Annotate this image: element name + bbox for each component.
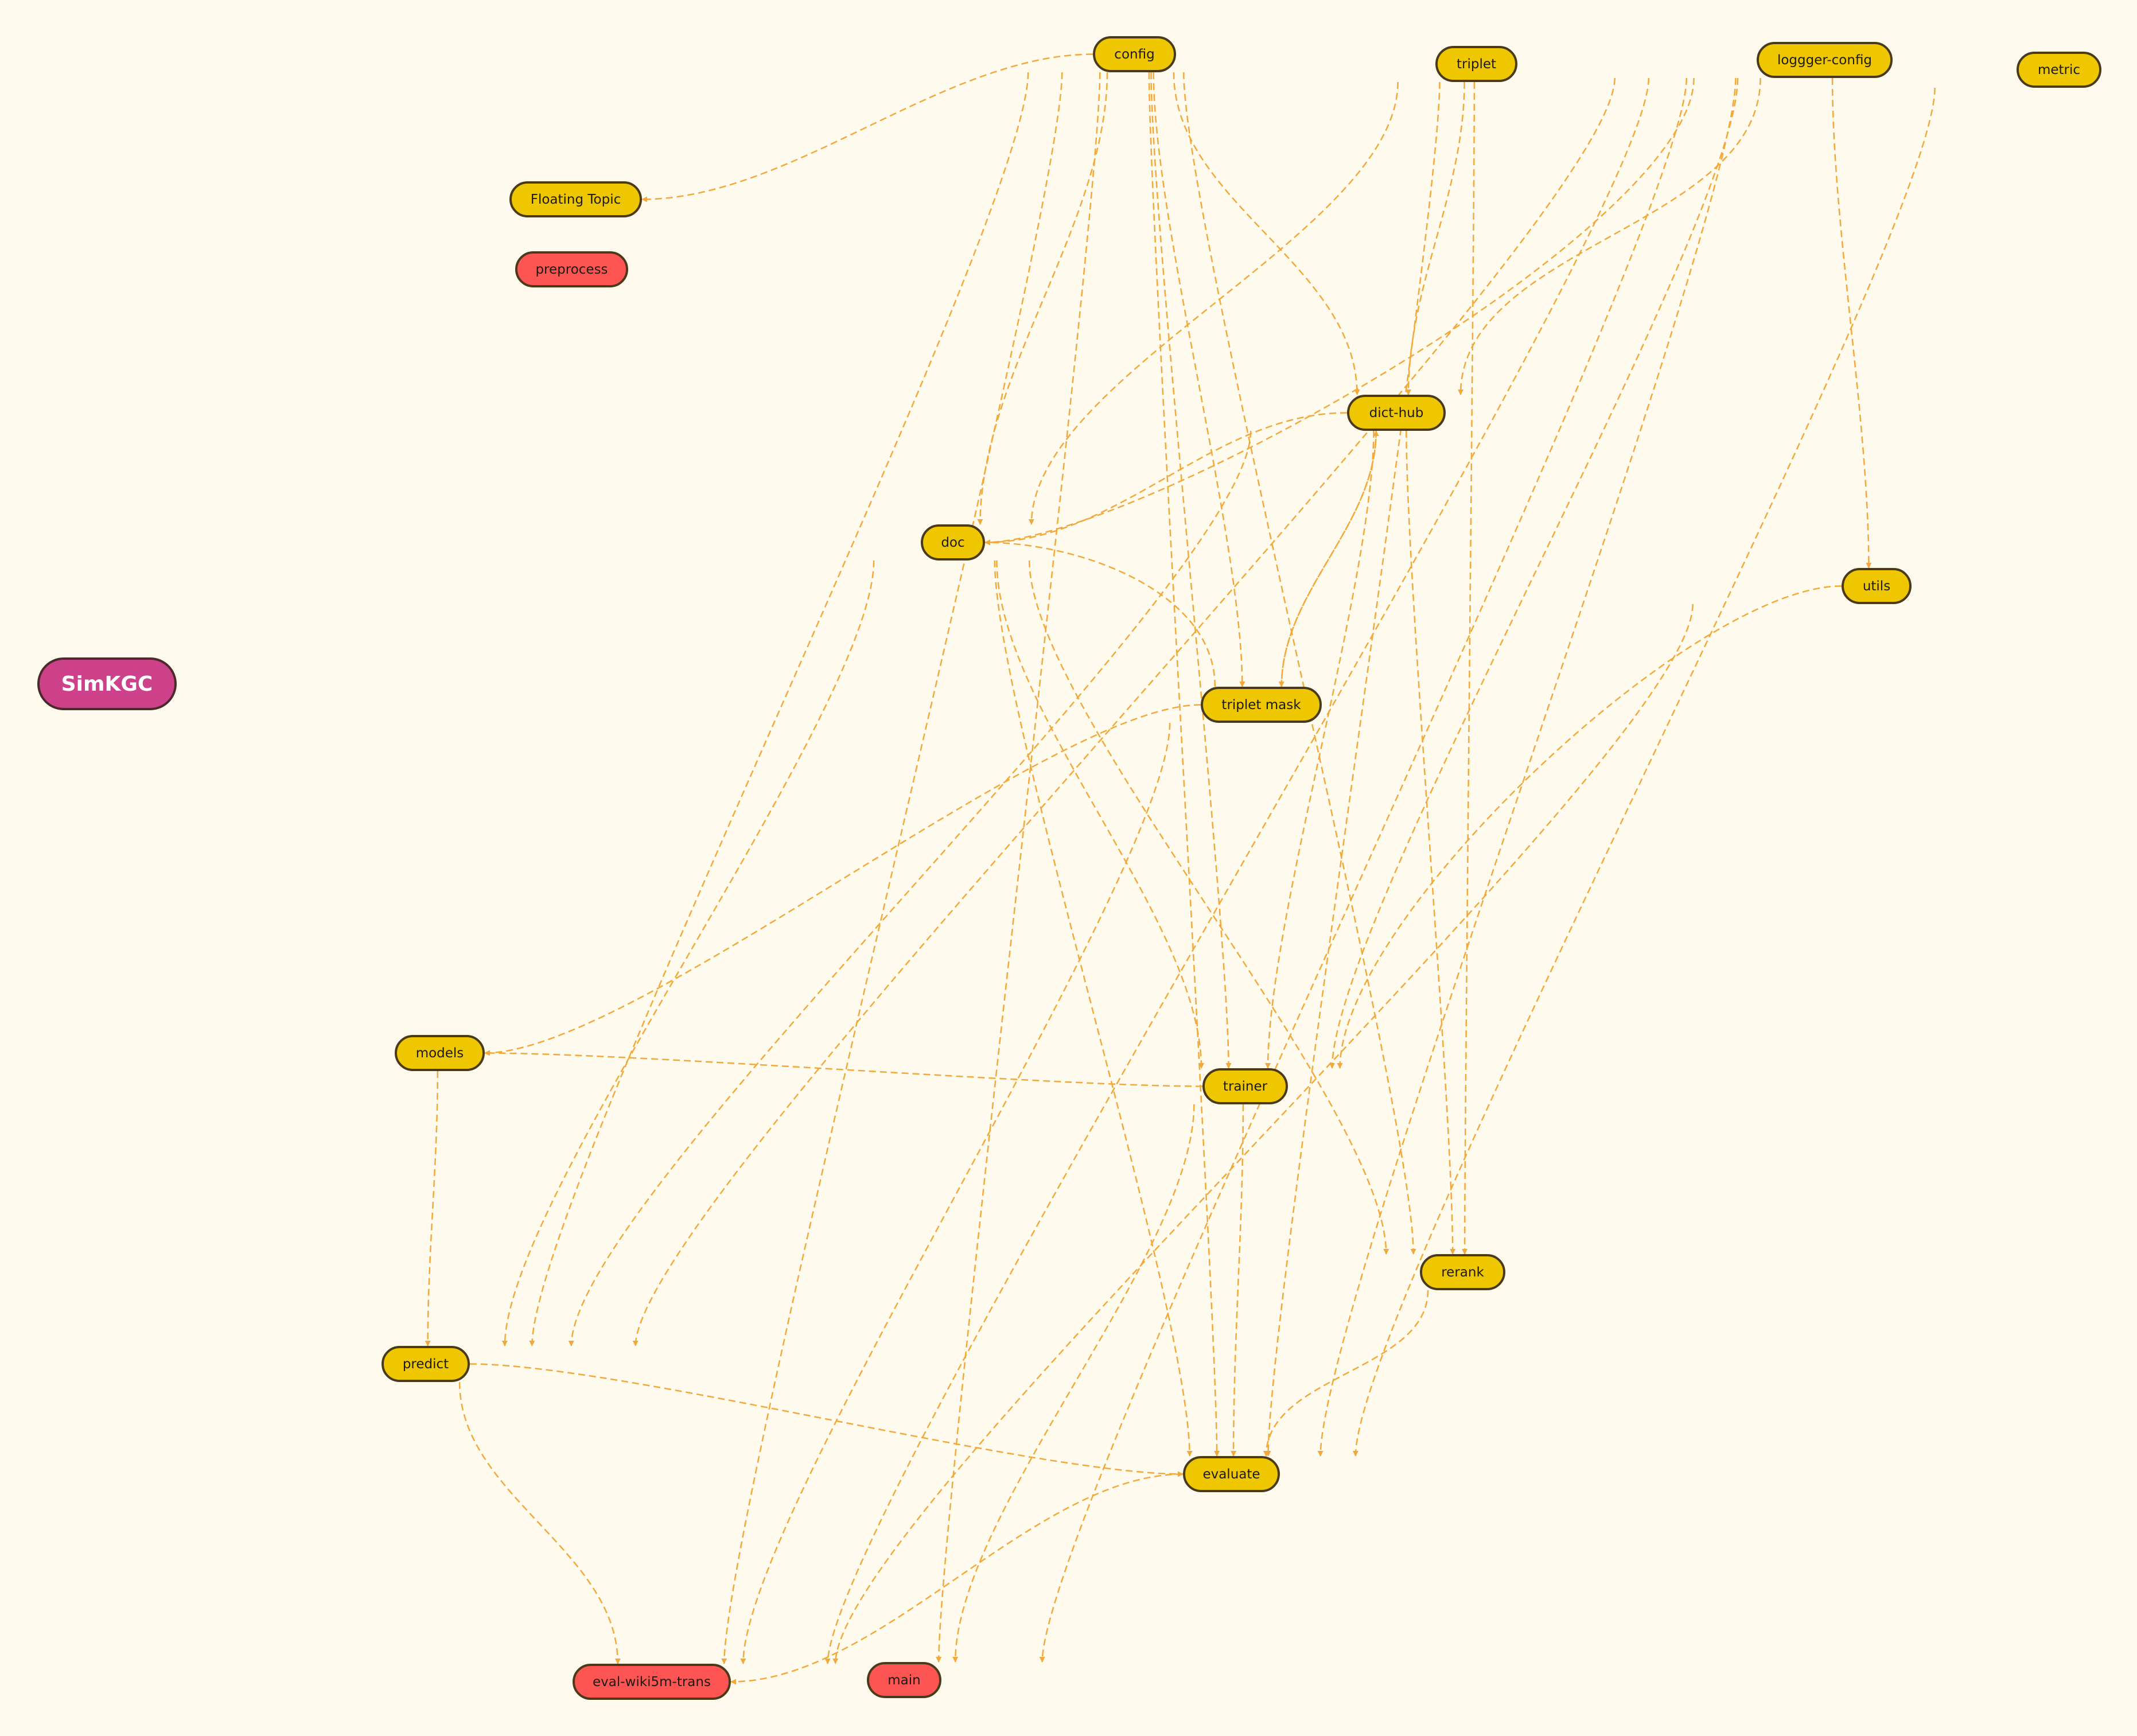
edge-loggger-config-to-utils	[1831, 77, 1872, 569]
edge-triplet-mask-to-eval-wiki5m-trans	[740, 722, 1171, 1664]
edge-config-to-predict	[529, 72, 1029, 1346]
edge-doc-to-rerank	[1029, 560, 1389, 1255]
edge-evaluate-to-eval-wiki5m-trans	[730, 1473, 1184, 1685]
edge-loggger-config-to-evaluate	[1317, 77, 1737, 1457]
node-triplet[interactable]: triplet	[1435, 46, 1517, 82]
edge-metric-to-evaluate	[1352, 87, 1936, 1457]
edge-triplet-mask-to-dict-hub	[1280, 430, 1379, 687]
edge-config-to-rerank	[1183, 72, 1416, 1255]
edge-predict-to-evaluate	[469, 1363, 1184, 1477]
edge-trainer-to-models	[484, 1050, 1203, 1087]
edge-config-to-trainer	[1150, 72, 1232, 1069]
edge-config-to-dict-hub	[1173, 72, 1360, 395]
edge-doc-to-evaluate	[994, 560, 1193, 1457]
edge-triplet-to-doc	[1028, 81, 1399, 525]
node-metric[interactable]: metric	[2017, 52, 2101, 88]
edge-config-to-main	[936, 72, 1101, 1663]
edge-trainer-to-main	[952, 1104, 1195, 1663]
edge-doc-to-trainer	[996, 560, 1205, 1069]
node-triplet-mask[interactable]: triplet mask	[1201, 687, 1322, 723]
edge-config-to-floating-topic	[641, 53, 1093, 203]
node-floating-topic[interactable]: Floating Topic	[509, 181, 642, 217]
edge-trainer-to-evaluate	[1231, 1104, 1244, 1457]
node-trainer[interactable]: trainer	[1202, 1068, 1288, 1104]
edge-dict-hub-to-predict	[568, 430, 1252, 1346]
edge-utils-to-trainer	[1337, 585, 1842, 1069]
edge-predict-to-eval-wiki5m-trans	[458, 1381, 621, 1664]
node-models[interactable]: models	[395, 1035, 485, 1071]
edge-triplet-to-rerank	[1462, 81, 1476, 1255]
edge-config-to-eval-wiki5m-trans	[721, 72, 1063, 1664]
edge-loggger-config-to-doc	[984, 77, 1695, 546]
edge-triplet-to-evaluate	[1265, 81, 1441, 1457]
node-main[interactable]: main	[867, 1662, 941, 1698]
edge-loggger-config-to-dict-hub	[1457, 77, 1761, 395]
node-eval-wiki5m-trans[interactable]: eval-wiki5m-trans	[573, 1664, 731, 1700]
edge-loggger-config-to-predict	[632, 77, 1616, 1346]
edge-dict-hub-to-triplet-mask	[1278, 430, 1377, 687]
edge-loggger-config-to-trainer	[1329, 77, 1739, 1069]
edge-triplet-mask-to-models	[484, 704, 1201, 1056]
node-utils[interactable]: utils	[1842, 568, 1912, 604]
edge-utils-to-eval-wiki5m-trans	[832, 604, 1694, 1664]
root-topic-simkgc[interactable]: SimKGC	[37, 657, 177, 710]
edge-dict-hub-to-doc	[984, 412, 1348, 546]
edge-doc-to-predict	[501, 560, 875, 1346]
node-rerank[interactable]: rerank	[1420, 1254, 1505, 1290]
edge-triplet-to-dict-hub	[1405, 81, 1465, 395]
edge-config-to-doc	[977, 72, 1108, 525]
edge-models-to-predict	[425, 1071, 439, 1346]
node-predict[interactable]: predict	[382, 1346, 470, 1382]
edge-rerank-to-evaluate	[1263, 1290, 1429, 1457]
edge-config-to-triplet-mask	[1153, 72, 1245, 687]
edge-triplet-mask-to-doc	[984, 539, 1216, 687]
node-config[interactable]: config	[1093, 36, 1176, 72]
node-preprocess[interactable]: preprocess	[515, 251, 628, 287]
edge-loggger-config-to-main	[1039, 77, 1688, 1663]
node-doc[interactable]: doc	[921, 524, 985, 560]
edge-loggger-config-to-eval-wiki5m-trans	[824, 77, 1650, 1664]
node-dict-hub[interactable]: dict-hub	[1347, 395, 1446, 431]
node-evaluate[interactable]: evaluate	[1183, 1456, 1280, 1492]
edge-dict-hub-to-trainer	[1265, 430, 1375, 1069]
edge-dict-hub-to-rerank	[1406, 430, 1456, 1255]
edge-config-to-evaluate	[1148, 72, 1220, 1457]
node-loggger-config[interactable]: loggger-config	[1757, 42, 1893, 78]
